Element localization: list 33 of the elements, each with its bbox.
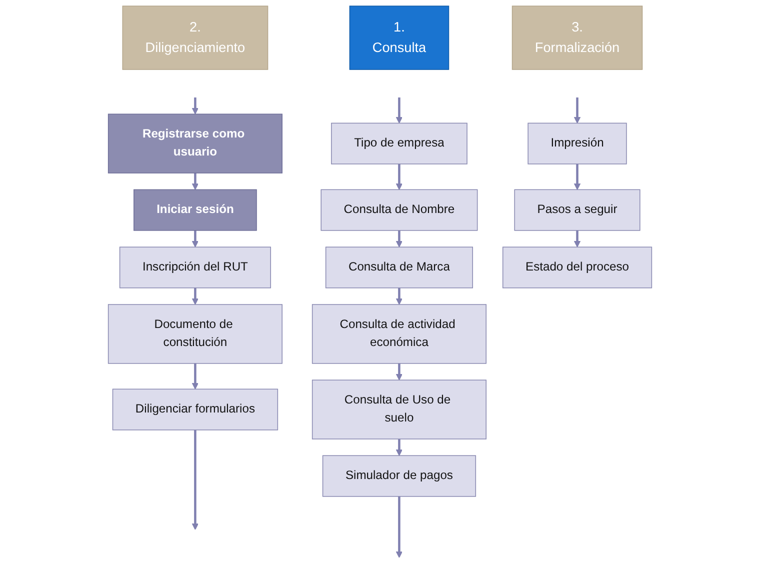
arrow bbox=[192, 430, 199, 530]
arrow bbox=[192, 173, 199, 190]
node-box: Registrarse como usuario bbox=[108, 114, 282, 174]
node-box: 3. Formalización bbox=[512, 6, 643, 70]
node-box: Iniciar sesión bbox=[134, 189, 257, 231]
node-box: Documento de constitución bbox=[108, 304, 282, 364]
node-box: Tipo de empresa bbox=[331, 122, 468, 164]
arrow bbox=[574, 97, 581, 124]
arrow bbox=[396, 496, 403, 558]
arrow bbox=[396, 230, 403, 248]
node-box: Inscripción del RUT bbox=[119, 246, 271, 288]
arrow bbox=[192, 363, 199, 390]
node-box: Diligenciar formularios bbox=[112, 388, 278, 430]
arrow bbox=[396, 363, 403, 380]
node-box: Estado del proceso bbox=[502, 246, 652, 288]
node-box: 2. Diligenciamiento bbox=[122, 6, 268, 70]
node-box: Pasos a seguir bbox=[514, 189, 640, 231]
arrow bbox=[574, 164, 581, 190]
arrow bbox=[396, 164, 403, 190]
arrow bbox=[396, 97, 403, 124]
arrow bbox=[192, 97, 199, 114]
node-box: Simulador de pagos bbox=[322, 455, 476, 497]
node-box: Consulta de Uso de suelo bbox=[312, 380, 486, 440]
arrow bbox=[396, 439, 403, 456]
arrow bbox=[396, 288, 403, 305]
node-box: Impresión bbox=[528, 122, 627, 164]
arrow bbox=[574, 230, 581, 248]
node-box: Consulta de actividad económica bbox=[312, 304, 486, 364]
arrow bbox=[192, 230, 199, 248]
arrow bbox=[192, 288, 199, 305]
node-box: Consulta de Marca bbox=[325, 246, 473, 288]
node-box: Consulta de Nombre bbox=[320, 189, 478, 231]
node-box: 1. Consulta bbox=[349, 6, 450, 70]
